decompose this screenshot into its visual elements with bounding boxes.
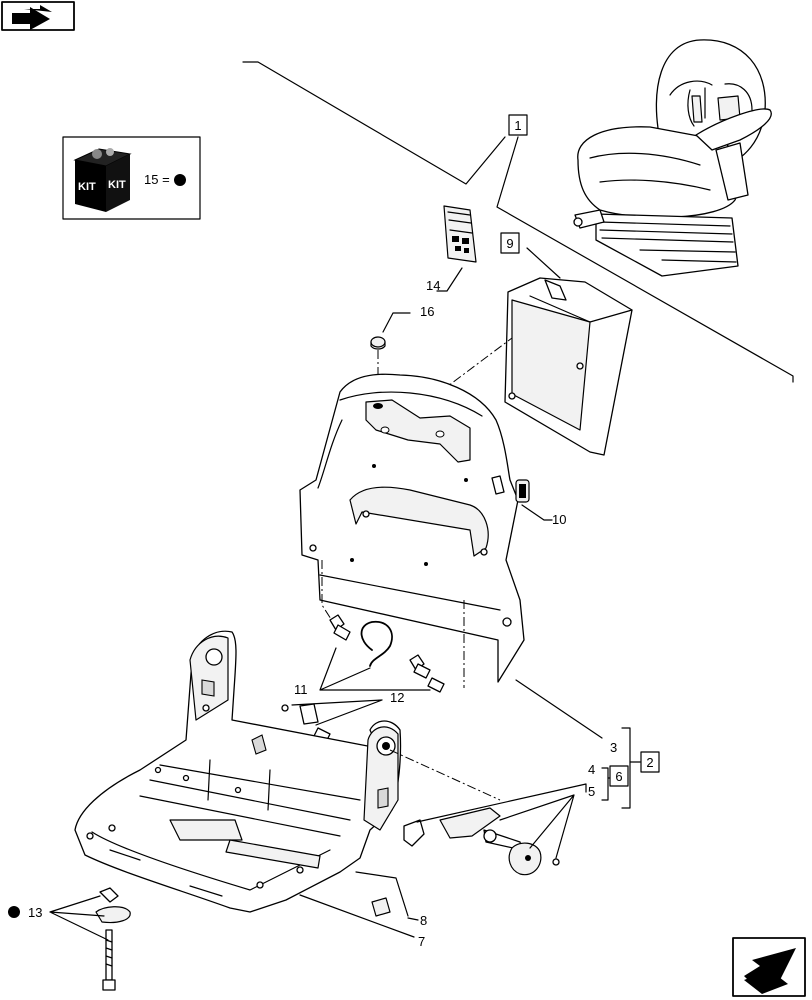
leader-7: [299, 894, 415, 938]
part-10-clip: [515, 479, 530, 503]
label-5[interactable]: 5: [588, 784, 595, 799]
part-14-label-plate: [443, 205, 477, 263]
label-6-text: 6: [615, 769, 622, 784]
label-12[interactable]: 12: [390, 690, 404, 705]
part-label-2[interactable]: 2: [640, 751, 660, 773]
label-16[interactable]: 16: [420, 304, 434, 319]
label-4[interactable]: 4: [588, 762, 595, 777]
label-1-text: 1: [514, 118, 521, 133]
leader-14: [436, 267, 463, 292]
part-label-6[interactable]: 6: [609, 765, 629, 787]
complete-seat-illustration: [573, 39, 772, 277]
label-10[interactable]: 10: [552, 512, 566, 527]
label-8[interactable]: 8: [420, 913, 427, 928]
leader-5: [499, 794, 575, 859]
kit-equation: 15 =: [144, 172, 170, 187]
kit-dot-icon: [174, 174, 186, 186]
part-12-hardware: [281, 703, 331, 743]
kit-text-right: KIT: [108, 179, 126, 191]
leader-4: [416, 783, 587, 823]
label-3[interactable]: 3: [610, 740, 617, 755]
part-13-kit-dot-icon: [8, 906, 20, 918]
label-7[interactable]: 7: [418, 934, 425, 949]
part-8-bracket: [355, 871, 409, 917]
label-11[interactable]: 11: [294, 682, 308, 697]
centerline-seat: [389, 749, 501, 801]
kit-box-icon: KIT KIT: [73, 148, 132, 212]
leader-9: [526, 247, 561, 279]
part-11-hardware: [329, 614, 445, 693]
label-2-text: 2: [646, 755, 653, 770]
leader-12: [291, 699, 383, 726]
centerline-9: [439, 337, 513, 393]
leader-1-left: [242, 61, 506, 185]
kit-legend: KIT KIT 15 =: [62, 136, 201, 220]
leader-13: [49, 895, 109, 941]
label-14[interactable]: 14: [426, 278, 440, 293]
leader-16: [382, 312, 411, 333]
bracket-group-6: [601, 767, 609, 801]
part-4-5-lever: [403, 807, 560, 876]
leader-11: [319, 647, 431, 691]
leader-3: [515, 679, 603, 739]
label-9-text: 9: [506, 236, 513, 251]
bracket-group-2: [621, 727, 631, 809]
part-16-cap: [370, 336, 386, 350]
part-label-9[interactable]: 9: [500, 232, 520, 254]
part-9-backrest-shell: [504, 277, 633, 456]
leader-10: [521, 504, 553, 521]
part-label-1[interactable]: 1: [508, 114, 528, 136]
kit-text-left: KIT: [78, 181, 96, 193]
leader-8: [407, 917, 419, 921]
part-13-hardware: [95, 887, 131, 991]
label-13[interactable]: 13: [28, 905, 42, 920]
next-page-arrow-icon[interactable]: [732, 937, 806, 997]
backrest-frame: [299, 373, 525, 683]
leader-1-right: [496, 136, 794, 383]
part-7-seat-frame: [74, 630, 402, 913]
view-arrow-icon[interactable]: [1, 1, 75, 31]
